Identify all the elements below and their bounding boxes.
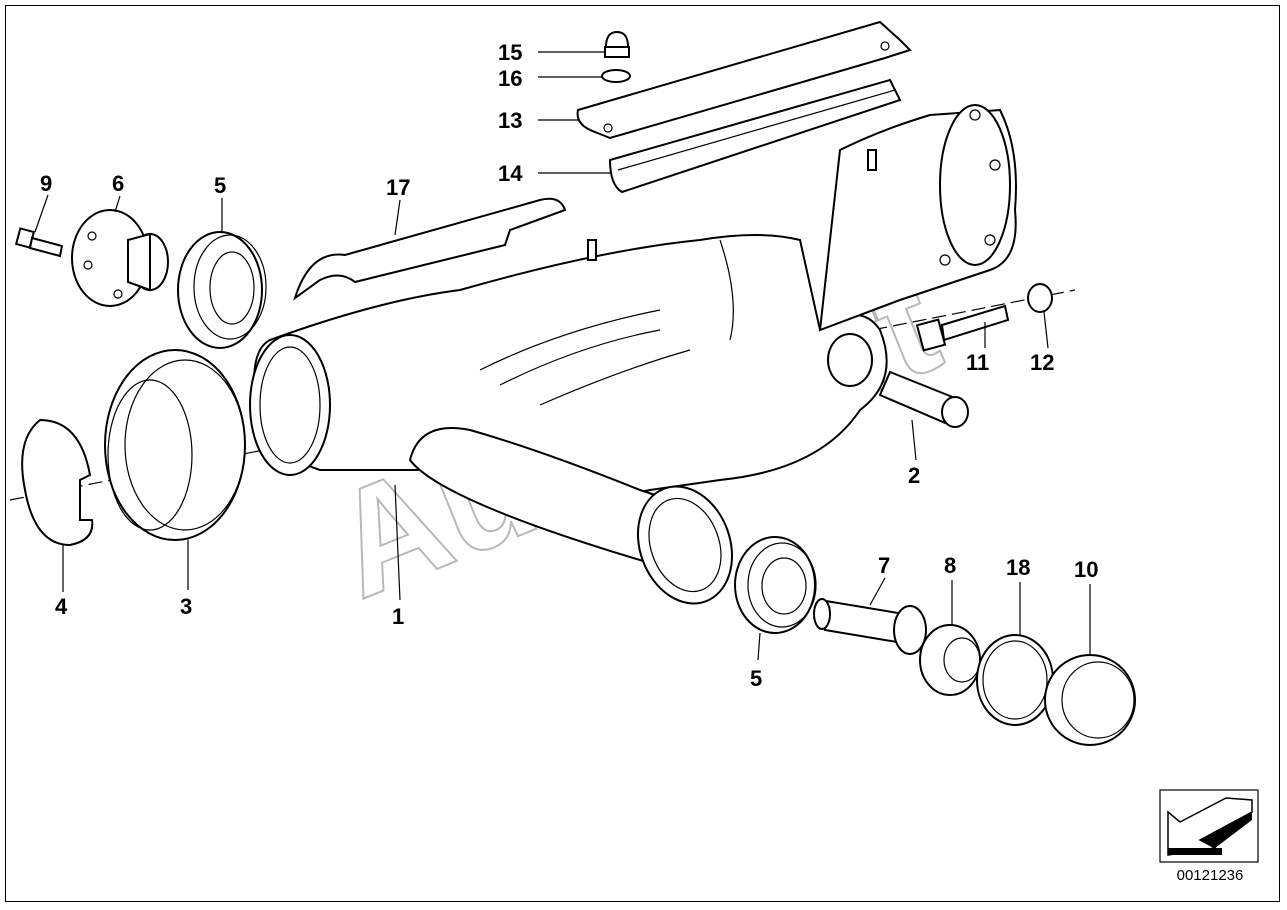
diagram-frame: [5, 5, 1280, 902]
leader-lines: [34, 51, 1091, 661]
bolt-11-part[interactable]: [915, 304, 1010, 352]
bearing-5-upper-part[interactable]: [177, 231, 267, 349]
bolt-9-part[interactable]: [14, 227, 64, 258]
o-ring-18-part[interactable]: [976, 634, 1054, 726]
callout-16: 16: [498, 66, 522, 91]
callout-5-lower: 5: [750, 666, 762, 691]
callout-1: 1: [392, 604, 404, 629]
rail-13-part[interactable]: [576, 20, 912, 140]
pin-7-part[interactable]: [813, 598, 927, 655]
catalog-number: 00121236: [1176, 867, 1244, 884]
callout-11: 11: [966, 350, 989, 375]
callout-7: 7: [878, 553, 890, 578]
callout-18: 18: [1006, 555, 1030, 580]
washer-16-part[interactable]: [601, 69, 631, 83]
navigation-arrow-icon[interactable]: [1159, 789, 1259, 863]
cap-nut-15-part[interactable]: [604, 30, 630, 58]
callout-6: 6: [112, 171, 124, 196]
callout-4: 4: [55, 594, 68, 619]
callout-14: 14: [498, 161, 523, 186]
callout-2: 2: [908, 463, 920, 488]
flange-6-part[interactable]: [71, 209, 169, 307]
strip-14-part[interactable]: [608, 78, 902, 194]
callout-15: 15: [498, 40, 522, 65]
callout-9: 9: [40, 171, 52, 196]
swing-arm-part[interactable]: [249, 234, 888, 617]
drive-housing-part[interactable]: [587, 104, 1017, 332]
callout-8: 8: [944, 553, 956, 578]
callout-17: 17: [386, 175, 410, 200]
cover-17-part[interactable]: [293, 197, 567, 301]
circlip-4-part[interactable]: [21, 418, 94, 547]
boot-3-part[interactable]: [104, 349, 246, 541]
callout-3: 3: [180, 594, 192, 619]
callout-10: 10: [1074, 557, 1098, 582]
bushing-2-part[interactable]: [878, 370, 969, 428]
nut-8-part[interactable]: [919, 624, 981, 696]
bearing-5-lower-part[interactable]: [734, 536, 817, 634]
cap-10-part[interactable]: [1044, 654, 1136, 746]
callout-12: 12: [1030, 350, 1054, 375]
callout-5-upper: 5: [214, 173, 226, 198]
washer-12-part[interactable]: [1027, 283, 1053, 313]
callout-13: 13: [498, 108, 522, 133]
